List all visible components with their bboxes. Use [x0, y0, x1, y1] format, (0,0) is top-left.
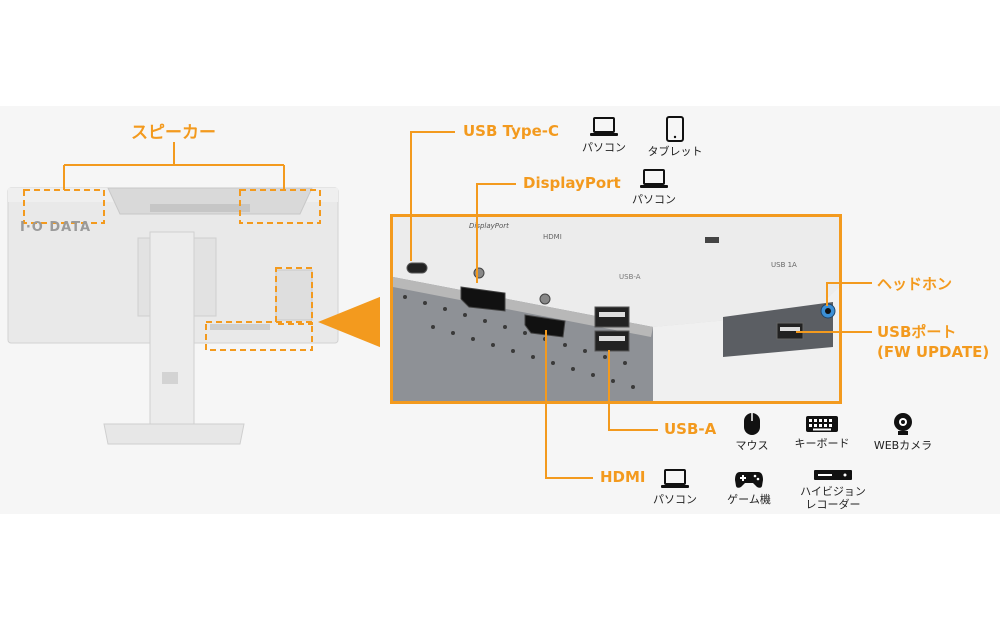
hdmi-leader-h	[545, 477, 593, 479]
webcam-icon	[894, 413, 912, 435]
recorder-icon	[814, 470, 852, 480]
device-usbc-tablet: タブレット	[640, 116, 710, 158]
device-usba-keyboard: キーボード	[788, 414, 856, 450]
displayport-label: DisplayPort	[523, 174, 621, 192]
device-usba-webcam: WEBカメラ	[866, 412, 940, 452]
usbc-leader-h	[410, 131, 455, 133]
usbport-leader-h	[796, 331, 872, 333]
gamepad-icon	[735, 472, 763, 488]
keyboard-icon	[806, 416, 838, 432]
usb-port-label: USBポート (FW UPDATE)	[877, 322, 989, 362]
zoom-panel: DisplayPort HDMI USB-A USB 1A	[390, 214, 842, 404]
port-label-usb-a: USB-A	[619, 273, 641, 281]
speaker-label: スピーカー	[131, 123, 216, 143]
device-label: パソコン	[653, 493, 697, 506]
device-label: ゲーム機	[727, 493, 771, 506]
device-label-line1: ハイビジョン	[800, 485, 866, 498]
usba-leader-h	[608, 429, 658, 431]
monitor-rear-view	[7, 142, 380, 445]
usbc-leader-v	[410, 131, 412, 261]
device-label: マウス	[735, 439, 769, 452]
device-hdmi-recorder: ハイビジョン レコーダー	[790, 468, 876, 511]
headphone-label: ヘッドホン	[877, 275, 953, 293]
device-hdmi-pc: パソコン	[645, 468, 705, 506]
dp-leader-v	[476, 183, 478, 283]
hdmi-label: HDMI	[600, 468, 646, 486]
device-label: パソコン	[582, 141, 626, 154]
device-usba-mouse: マウス	[724, 412, 780, 452]
mouse-icon	[744, 413, 760, 435]
usb-a-label: USB-A	[664, 420, 717, 438]
device-label-line2: レコーダー	[805, 498, 861, 511]
device-usbc-pc: パソコン	[574, 116, 634, 154]
device-dp-pc: パソコン	[624, 168, 684, 206]
usb-port-label-line2: (FW UPDATE)	[877, 343, 990, 361]
port-closeup	[393, 217, 839, 401]
port-label-hdmi: HDMI	[543, 233, 562, 241]
laptop-icon	[661, 469, 689, 488]
brand-logo: I·O DATA	[20, 220, 92, 235]
laptop-icon	[590, 117, 618, 136]
device-label: タブレット	[647, 145, 703, 158]
tablet-icon	[666, 116, 684, 142]
usb-type-c-label: USB Type-C	[463, 122, 560, 140]
headphone-leader-v	[826, 282, 828, 306]
usb-port-label-line1: USBポート	[877, 323, 957, 341]
laptop-icon	[640, 169, 668, 188]
hdmi-leader-v	[545, 330, 547, 477]
headphone-leader-h	[826, 282, 872, 284]
device-hdmi-game: ゲーム機	[718, 468, 780, 506]
port-label-displayport: DisplayPort	[469, 222, 509, 230]
usba-leader-v	[608, 350, 610, 429]
device-label: キーボード	[794, 437, 850, 450]
port-label-usb-1a: USB 1A	[771, 261, 797, 269]
device-label: WEBカメラ	[873, 439, 933, 452]
dp-leader-h	[476, 183, 516, 185]
device-label: パソコン	[632, 193, 676, 206]
